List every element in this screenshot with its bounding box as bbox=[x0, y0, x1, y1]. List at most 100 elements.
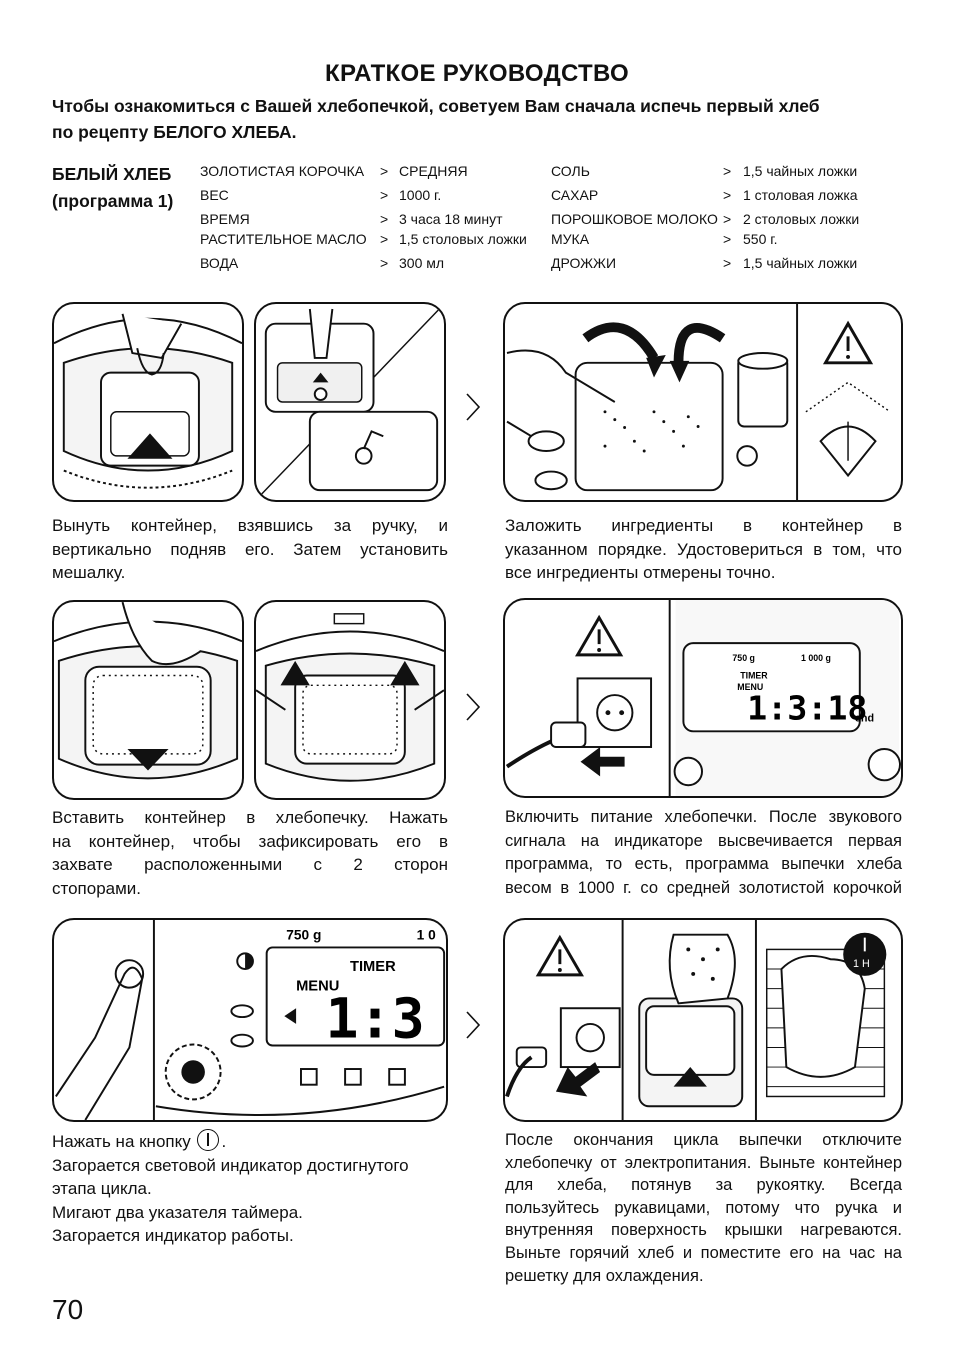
ingredient-arrow: > bbox=[723, 255, 732, 271]
caption-line: Выньте горячий хлеб и поместите его на ч… bbox=[505, 1243, 902, 1262]
illustration-press-button: 750 g 1 0 TIMER MENU 1:3 bbox=[52, 918, 448, 1122]
caption-line: Включить питание хлебопечки. После звуко… bbox=[505, 808, 902, 826]
recipe-name: БЕЛЫЙ ХЛЕБ (программа 1) bbox=[52, 161, 202, 215]
caption-line: для хлеба, потянув за рукоятку. Всегда bbox=[505, 1176, 902, 1195]
illustration-remove-container bbox=[52, 302, 244, 502]
caption-line: внутренняя поверхность крышки нагреваютс… bbox=[505, 1221, 902, 1240]
ingredient-value: 1 столовая ложка bbox=[743, 187, 858, 203]
power-icon bbox=[197, 1129, 220, 1151]
ingredient-value: 550 г. bbox=[743, 231, 778, 247]
caption-line: Вынуть контейнер, взявшись за ручку, и bbox=[52, 516, 448, 535]
ingredient-name: ВОДА bbox=[200, 255, 239, 271]
caption-line: После окончания цикла выпечки отключите bbox=[505, 1131, 902, 1149]
intro-line: Чтобы ознакомиться с Вашей хлебопечкой, … bbox=[52, 96, 820, 116]
caption-line: Нажать на кнопку . bbox=[52, 1129, 452, 1154]
caption-line: указанном порядке. Удостовериться в том,… bbox=[505, 539, 902, 559]
weight-750-zoom: 750 g bbox=[286, 928, 321, 943]
intro-text: Чтобы ознакомиться с Вашей хлебопечкой, … bbox=[52, 93, 912, 145]
ingredient-name: ВЕС bbox=[200, 187, 229, 203]
caption-line: этапа цикла. bbox=[52, 1179, 152, 1198]
ingredient-name: РАСТИТЕЛЬНОЕ МАСЛО bbox=[200, 231, 367, 247]
insert-container-drawing bbox=[54, 602, 242, 780]
caption-line: захвате расположенными с 2 сторон bbox=[52, 855, 448, 874]
time-display-zoom: 1:3 bbox=[325, 987, 424, 1051]
weight-750-label: 750 g bbox=[732, 653, 755, 663]
ingredient-name: СОЛЬ bbox=[551, 163, 590, 179]
ingredient-value: 300 мл bbox=[399, 255, 445, 271]
ingredient-value: 1000 г. bbox=[399, 187, 442, 203]
caption-line: весом в 1000 г. со средней золотистой ко… bbox=[505, 878, 902, 897]
time-display: 1:3:18 bbox=[747, 689, 867, 728]
step-caption: Вынуть контейнер, взявшись за ручку, и в… bbox=[52, 514, 448, 585]
caption-line: хлебопечку от электропитания. Выньте кон… bbox=[505, 1153, 902, 1172]
caption-line: Заложить ингредиенты в контейнер в bbox=[505, 516, 902, 535]
ingredient-value: 3 часа 18 минут bbox=[399, 211, 503, 227]
menu-label-zoom: MENU bbox=[296, 979, 339, 995]
ingredient-value: СРЕДНЯЯ bbox=[399, 163, 468, 179]
illustration-unplug-cool: 1 H bbox=[503, 918, 903, 1122]
caption-line: Загорается индикатор работы. bbox=[52, 1226, 294, 1245]
step-caption: Вставить контейнер в хлебопечку. Нажать … bbox=[52, 806, 448, 900]
step-caption: После окончания цикла выпечки отключите … bbox=[505, 1129, 902, 1287]
ingredient-value: 1,5 столовых ложки bbox=[399, 231, 527, 247]
caption-line-text: Нажать на кнопку bbox=[52, 1132, 191, 1151]
illustration-install-paddle bbox=[254, 302, 446, 502]
recipe-program: (программа 1) bbox=[52, 191, 174, 211]
press-button-drawing: 750 g 1 0 TIMER MENU 1:3 bbox=[55, 920, 446, 1120]
unplug-cool-drawing: 1 H bbox=[505, 920, 887, 1120]
add-ingredients-drawing bbox=[506, 304, 891, 500]
recipe-title: БЕЛЫЙ ХЛЕБ bbox=[52, 164, 172, 184]
step-arrow-icon bbox=[466, 393, 481, 421]
menu-label: MENU bbox=[737, 682, 763, 692]
caption-line: Загорается световой индикатор достигнуто… bbox=[52, 1155, 409, 1175]
timer-label: TIMER bbox=[740, 670, 768, 680]
caption-line: вертикально подняв его. Затем установить bbox=[52, 539, 448, 559]
ingredient-arrow: > bbox=[380, 163, 389, 179]
illustration-lock-container bbox=[254, 600, 446, 800]
remove-container-drawing bbox=[54, 313, 242, 489]
ingredient-arrow: > bbox=[380, 231, 389, 247]
caption-line: мешалку. bbox=[52, 563, 126, 582]
caption-line: Мигают два указателя таймера. bbox=[52, 1202, 303, 1222]
caption-line: пользуйтесь рукавицами, потому что ручка… bbox=[505, 1198, 902, 1217]
ingredient-name: МУКА bbox=[551, 231, 590, 247]
ingredient-name: ВРЕМЯ bbox=[200, 211, 250, 227]
ingredient-arrow: > bbox=[723, 211, 732, 227]
ingredient-arrow: > bbox=[380, 255, 389, 271]
ingredient-value: 1,5 чайных ложки bbox=[743, 163, 858, 179]
ingredient-arrow: > bbox=[380, 211, 389, 227]
ingredient-arrow: > bbox=[723, 231, 732, 247]
power-on-drawing: 750 g 1 000 g TIMER MENU 1:3:18 end bbox=[505, 600, 901, 796]
caption-line: решетку для охлаждения. bbox=[505, 1266, 704, 1285]
caption-line: стопорами. bbox=[52, 878, 142, 898]
page-title: КРАТКОЕ РУКОВОДСТВО bbox=[325, 60, 629, 87]
intro-line: по рецепту БЕЛОГО ХЛЕБА. bbox=[52, 122, 297, 142]
end-label: end bbox=[855, 713, 874, 725]
ingredient-name: ДРОЖЖИ bbox=[551, 255, 617, 271]
caption-line: Вставить контейнер в хлебопечку. Нажать bbox=[52, 808, 448, 827]
install-paddle-drawing bbox=[256, 304, 444, 500]
illustration-insert-container bbox=[52, 600, 244, 800]
weight-1000-zoom: 1 0 bbox=[417, 928, 436, 943]
step-caption: Заложить ингредиенты в контейнер в указа… bbox=[505, 514, 902, 585]
caption-line: на контейнер, чтобы зафиксировать его в bbox=[52, 831, 448, 851]
step-arrow-icon bbox=[466, 693, 481, 721]
step-caption: Включить питание хлебопечки. После звуко… bbox=[505, 806, 902, 900]
ingredient-name: ПОРОШКОВОЕ МОЛОКО bbox=[551, 211, 718, 227]
ingredient-value: 1,5 чайных ложки bbox=[743, 255, 858, 271]
ingredient-arrow: > bbox=[723, 163, 732, 179]
ingredient-arrow: > bbox=[723, 187, 732, 203]
caption-line: программа, то есть, программа выпечки хл… bbox=[505, 855, 902, 873]
lock-container-drawing bbox=[256, 613, 444, 782]
caption-line-end: . bbox=[221, 1132, 227, 1151]
ingredient-name: САХАР bbox=[551, 187, 599, 203]
ingredient-arrow: > bbox=[380, 187, 389, 203]
step-caption: Нажать на кнопку . Загорается световой и… bbox=[52, 1129, 452, 1248]
caption-line: сигнала на индикаторе высвечивается перв… bbox=[505, 831, 902, 850]
caption-line: все ингредиенты отмерены точно. bbox=[505, 563, 776, 582]
page-number: 70 bbox=[52, 1294, 84, 1325]
hour-badge: 1 H bbox=[853, 958, 870, 970]
ingredient-value: 2 столовых ложки bbox=[743, 211, 860, 227]
illustration-add-ingredients bbox=[503, 302, 903, 502]
ingredient-name: ЗОЛОТИСТАЯ КОРОЧКА bbox=[200, 163, 365, 179]
